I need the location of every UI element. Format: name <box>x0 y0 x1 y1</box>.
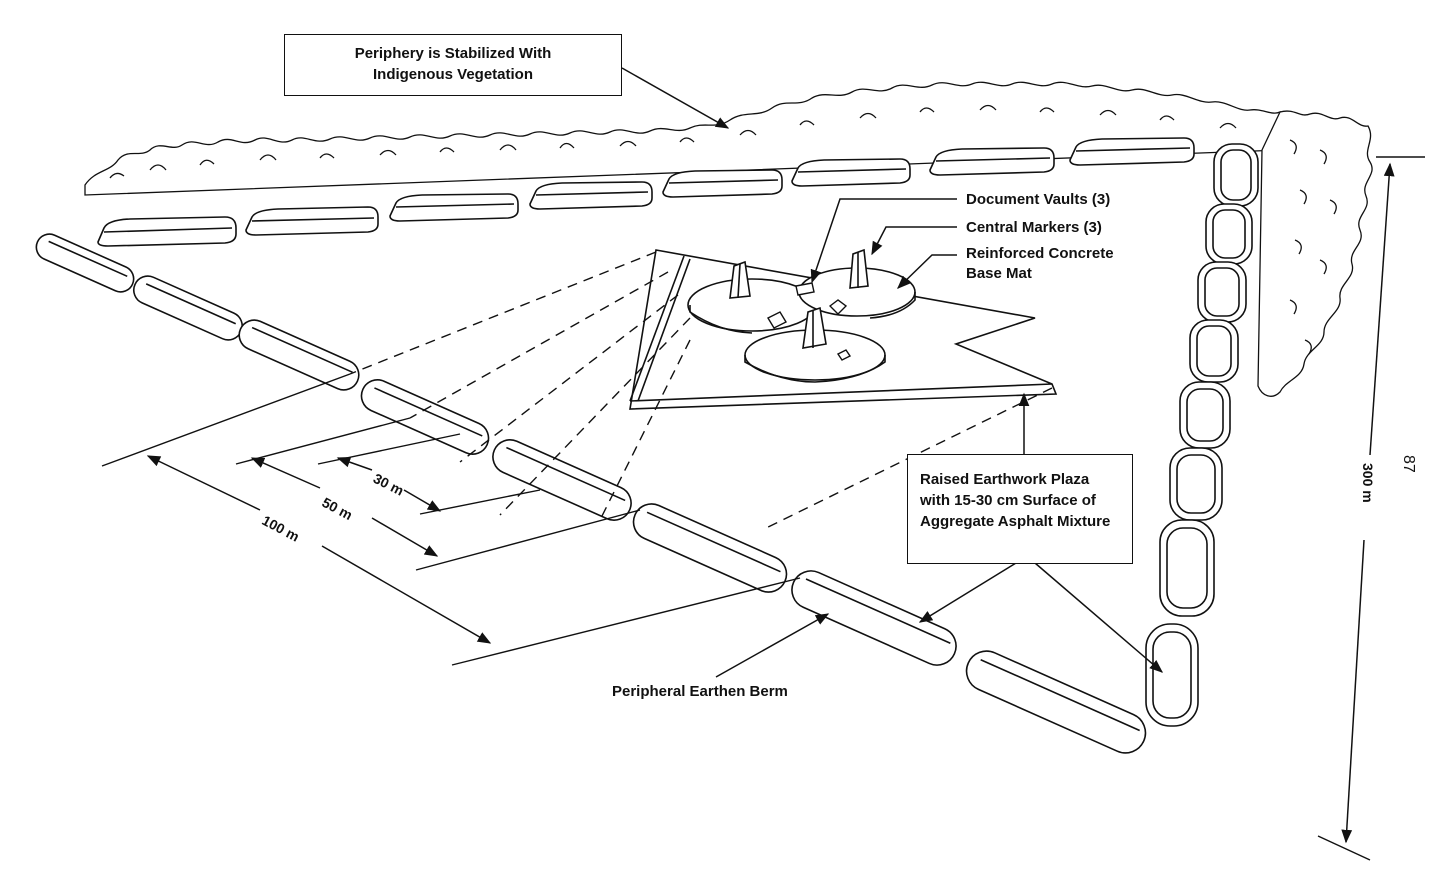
plaza-label-line1: Raised Earthwork Plaza <box>920 471 1090 488</box>
vegetation-label-line2: Indigenous Vegetation <box>372 66 533 83</box>
berm-top-row <box>97 137 1195 247</box>
document-vaults <box>767 282 852 361</box>
berm-left-row <box>35 233 1147 754</box>
vegetation-top <box>84 81 1281 196</box>
vegetation-callout: Periphery is Stabilized With Indigenous … <box>284 34 622 96</box>
vegetation-label-line1: Periphery is Stabilized With <box>354 45 552 62</box>
callout-leaders <box>621 67 1164 678</box>
vegetation-right <box>1257 110 1373 397</box>
berm-label: Peripheral Earthen Berm <box>612 683 788 700</box>
plaza-label-line2: with 15-30 cm Surface of <box>920 492 1096 509</box>
central-markers <box>729 248 869 349</box>
concrete-base-mat <box>687 267 916 383</box>
dimension-arrows <box>146 162 1395 844</box>
plaza-callout: Raised Earthwork Plaza with 15-30 cm Sur… <box>907 454 1133 564</box>
berm-right-row <box>1145 143 1259 727</box>
base-mat-label-line2: Base Mat <box>966 265 1032 282</box>
dimension-extension-lines <box>101 156 1425 861</box>
plaza-label-line3: Aggregate Asphalt Mixture <box>920 513 1111 530</box>
dimension-300m-label: 300 m <box>1360 463 1376 503</box>
document-vaults-label: Document Vaults (3) <box>966 191 1111 208</box>
central-markers-label: Central Markers (3) <box>966 219 1102 236</box>
page-number: 87 <box>1400 455 1417 473</box>
base-mat-label-line1: Reinforced Concrete <box>966 245 1114 262</box>
